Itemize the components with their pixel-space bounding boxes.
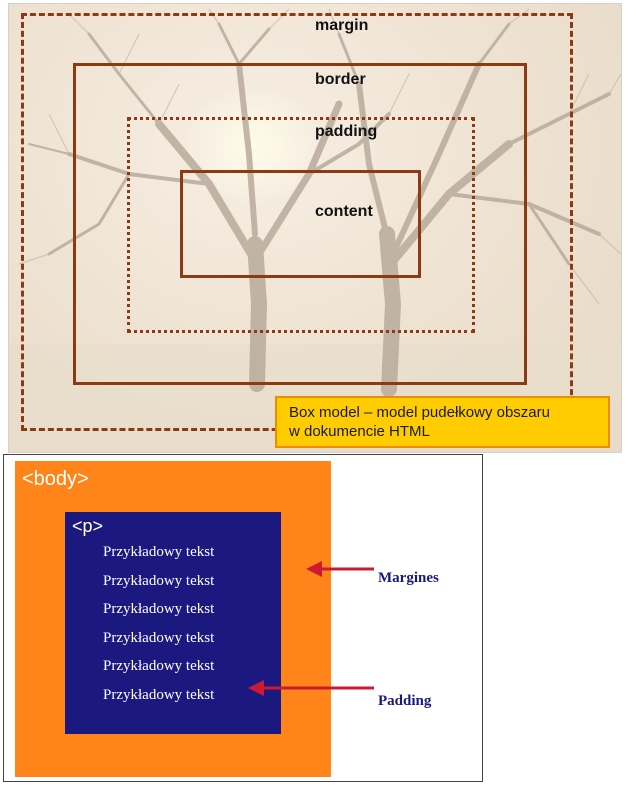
padding-label: padding [315,123,378,140]
body-tag-label: <body> [22,468,89,490]
caption-line-1: Box model – model pudełkowy obszaru [289,404,550,421]
padding-arrow-icon [248,680,374,696]
sample-text-line: Przykładowy tekst [103,686,215,703]
sample-text-line: Przykładowy tekst [103,629,215,646]
box-model-diagram: margin border padding content Box model … [8,3,622,453]
paragraph-element-box: <p> Przykładowy tekst Przykładowy tekst … [65,512,281,734]
padding-annotation: Padding [378,693,432,709]
content-box-outline [180,170,421,278]
html-box-demo: <body> <p> Przykładowy tekst Przykładowy… [3,454,483,782]
sample-text-line: Przykładowy tekst [103,658,215,675]
p-tag-label: <p> [72,516,104,536]
border-box-outline [73,63,527,385]
annotation-arrows [248,561,374,696]
padding-box-outline [127,117,475,333]
caption-box: Box model – model pudełkowy obszaru w do… [275,396,610,448]
margin-label: margin [315,17,369,34]
border-label: border [315,71,366,88]
caption-line-2: w dokumencie HTML [289,423,430,440]
content-label: content [315,203,373,220]
margin-arrow-icon [306,561,374,577]
margines-annotation: Margines [378,570,439,586]
sample-text-line: Przykładowy tekst [103,544,215,560]
sample-text-line: Przykładowy tekst [103,572,215,589]
body-element-box: <body> <p> Przykładowy tekst Przykładowy… [15,461,331,777]
sample-text-list: Przykładowy tekst Przykładowy tekst Przy… [103,542,214,714]
sample-text-line: Przykładowy tekst [103,601,215,618]
